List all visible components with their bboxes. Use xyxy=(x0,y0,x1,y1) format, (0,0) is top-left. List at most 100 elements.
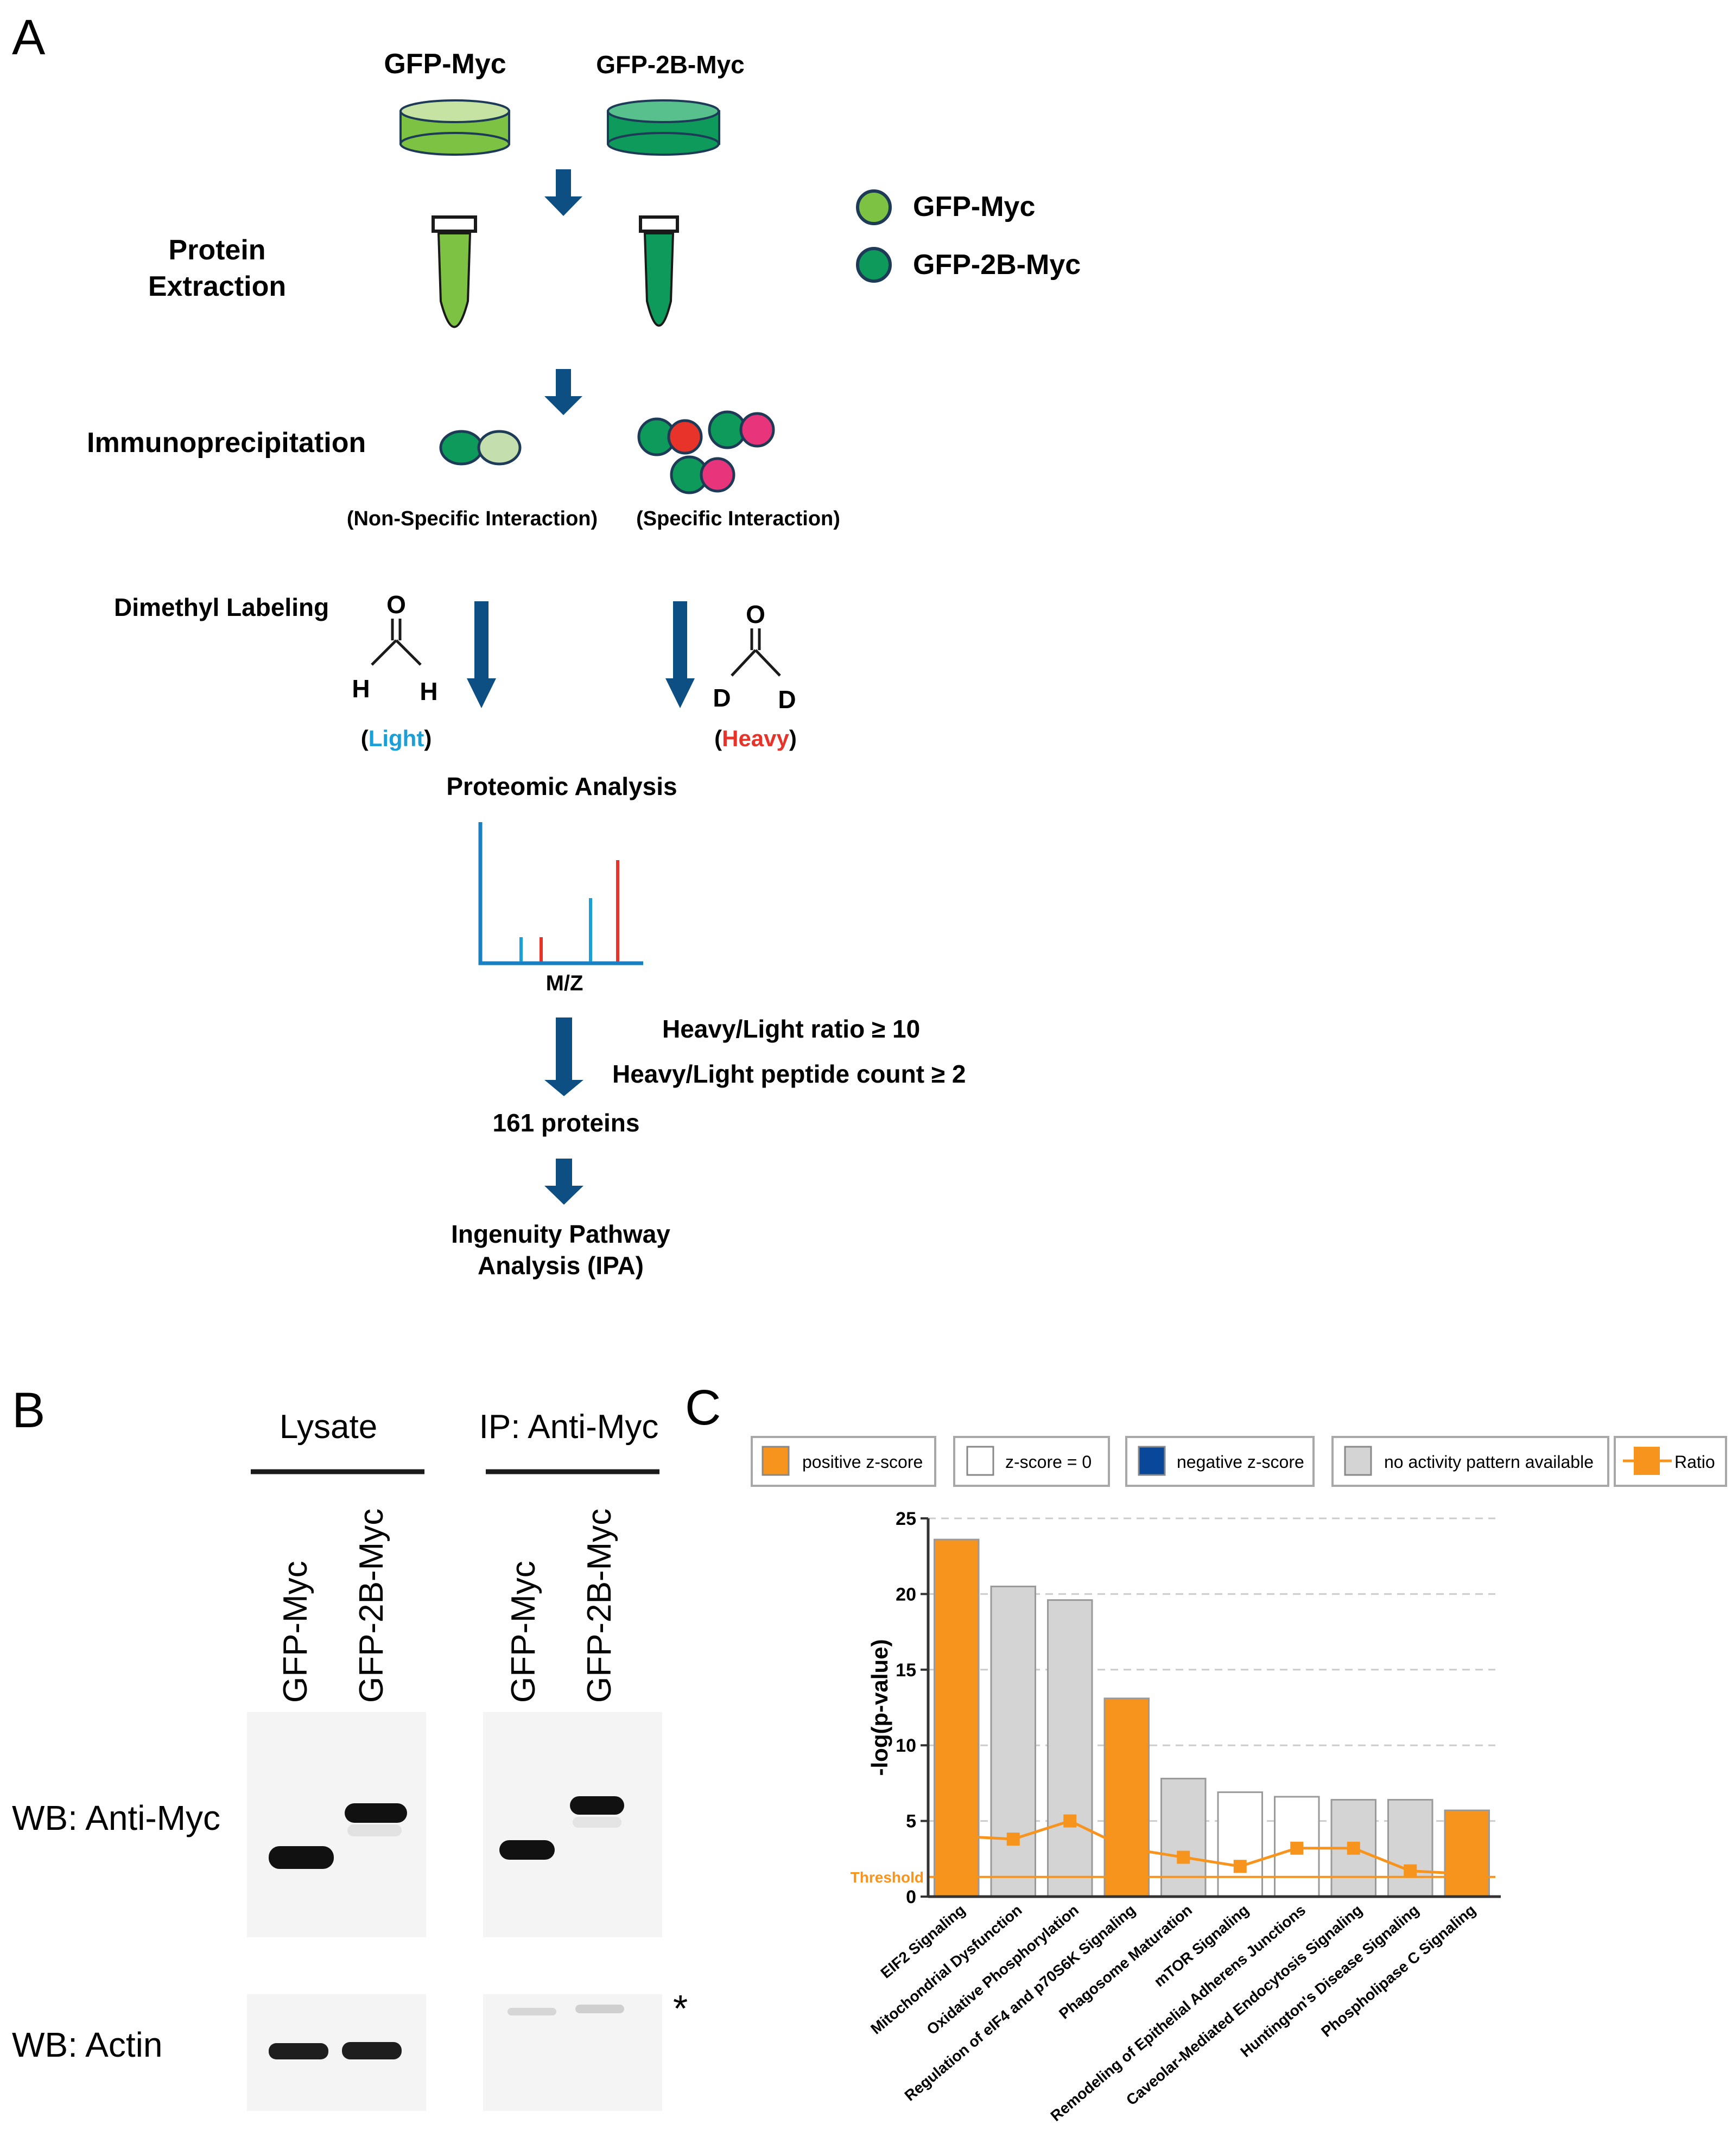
atom-o: O xyxy=(746,600,765,628)
step-immunoprecipitation: Immunoprecipitation xyxy=(87,427,366,459)
formaldehyde-light: O H H xyxy=(352,590,437,705)
step-protein-extraction-line2: Extraction xyxy=(148,271,286,302)
legend-swatch xyxy=(1344,1446,1372,1476)
arrow-down-icon xyxy=(544,169,582,216)
dish-label-gfp-myc: GFP-Myc xyxy=(384,48,506,80)
blot-band-smear xyxy=(573,1817,621,1828)
panel-c: C positive z-score z-score = 0 negative … xyxy=(685,1380,1727,2125)
y-tick-label: 5 xyxy=(906,1811,916,1832)
formaldehyde-heavy: O D D xyxy=(713,600,796,714)
arrow-down-icon xyxy=(544,1017,583,1096)
legend-label: Ratio xyxy=(1674,1452,1715,1472)
heavy-label: (Heavy) xyxy=(714,726,797,751)
blot-band xyxy=(269,1846,334,1869)
bar xyxy=(990,1585,1037,1898)
paren-close: ) xyxy=(789,726,797,751)
ratio-point xyxy=(1290,1841,1304,1855)
panel-label-b: B xyxy=(12,1383,45,1438)
lane-label: GFP-Myc xyxy=(277,1561,314,1703)
light-label: (Light) xyxy=(361,726,432,751)
legend-circle-light-green xyxy=(856,189,892,225)
atom-d: D xyxy=(713,684,731,712)
blot-band xyxy=(342,2042,402,2059)
blot-band xyxy=(269,2043,328,2059)
ratio-point xyxy=(1120,1841,1133,1855)
legend-label: z-score = 0 xyxy=(1005,1452,1092,1472)
protein-count: 161 proteins xyxy=(493,1109,640,1137)
bar xyxy=(1046,1599,1093,1898)
filter-ratio: Heavy/Light ratio ≥ 10 xyxy=(662,1015,920,1043)
lane-label: GFP-Myc xyxy=(505,1561,542,1703)
arrow-down-icon xyxy=(544,1159,583,1205)
label-specific: (Specific Interaction) xyxy=(636,507,840,530)
legend-gfp-myc: GFP-Myc xyxy=(856,189,1035,225)
y-tick-label: 0 xyxy=(906,1887,916,1907)
dish-label-gfp-2b-myc: GFP-2B-Myc xyxy=(596,50,744,79)
legend-label: no activity pattern available xyxy=(1384,1452,1594,1472)
arrow-down-icon xyxy=(544,369,582,415)
lane-label: GFP-2B-Myc xyxy=(581,1509,618,1703)
legend-item-zero: z-score = 0 xyxy=(953,1436,1110,1487)
step-ipa-line2: Analysis (IPA) xyxy=(478,1251,644,1280)
ratio-point xyxy=(1177,1850,1190,1864)
y-tick-label: 25 xyxy=(896,1509,916,1529)
paren-close: ) xyxy=(424,726,432,751)
step-dimethyl-labeling: Dimethyl Labeling xyxy=(114,593,329,621)
paren-open: ( xyxy=(361,726,369,751)
label-non-specific: (Non-Specific Interaction) xyxy=(347,507,598,530)
arrow-down-icon xyxy=(467,601,496,708)
bar xyxy=(1217,1791,1264,1898)
ratio-point xyxy=(1347,1841,1360,1855)
bar xyxy=(1444,1809,1490,1898)
y-tick-label: 15 xyxy=(896,1660,916,1681)
ratio-series-line xyxy=(956,1819,1467,1875)
y-tick-label: 10 xyxy=(896,1735,916,1756)
blot-band xyxy=(570,1796,624,1815)
blot-band-smear xyxy=(347,1824,402,1836)
legend-label: positive z-score xyxy=(802,1452,923,1472)
asterisk-mark: * xyxy=(673,1987,688,2030)
heavy-word: Heavy xyxy=(722,726,789,751)
beads-specific xyxy=(637,410,775,494)
filter-count: Heavy/Light peptide count ≥ 2 xyxy=(612,1060,966,1088)
mz-axis-label: M/Z xyxy=(546,971,583,995)
step-protein-extraction-line1: Protein xyxy=(168,234,265,266)
blot-band-faint xyxy=(507,2008,556,2015)
legend-label-gfp-2b-myc: GFP-2B-Myc xyxy=(913,249,1081,281)
step-proteomic-analysis: Proteomic Analysis xyxy=(446,772,677,800)
blot-band xyxy=(345,1803,407,1823)
x-tick-label: Remodeling of Epithelial Adherens Juncti… xyxy=(1048,1901,1309,2125)
panel-label-a: A xyxy=(12,10,46,65)
legend-item-negative: negative z-score xyxy=(1125,1436,1315,1487)
lane-label: GFP-2B-Myc xyxy=(353,1509,390,1703)
bar xyxy=(1387,1799,1433,1898)
atom-h: H xyxy=(352,675,370,703)
bar xyxy=(1160,1778,1207,1898)
legend-gfp-2b-myc: GFP-2B-Myc xyxy=(856,247,1081,283)
panel-b: B Lysate IP: Anti-Myc GFP-Myc GFP-2B-Myc… xyxy=(12,1383,688,2111)
panel-a: A GFP-Myc GFP-2B-Myc Protein xyxy=(12,10,1081,1280)
legend-item-no-pattern: no activity pattern available xyxy=(1331,1436,1609,1487)
group-label-ip: IP: Anti-Myc xyxy=(479,1408,659,1446)
y-axis-title: -log(p-value) xyxy=(867,1639,892,1776)
bar xyxy=(933,1538,980,1898)
x-tick-label: mTOR Signaling xyxy=(1151,1901,1252,1990)
dish-gfp-2b-myc xyxy=(607,99,720,156)
tube-gfp-myc xyxy=(432,215,477,328)
legend-label: negative z-score xyxy=(1177,1452,1304,1472)
atom-h: H xyxy=(420,677,437,705)
ratio-point xyxy=(1063,1814,1077,1828)
legend-label-gfp-myc: GFP-Myc xyxy=(913,191,1035,222)
row-label-actin: WB: Actin xyxy=(12,2025,162,2064)
beads-non-specific xyxy=(439,430,522,466)
paren-open: ( xyxy=(714,726,722,751)
blot-band-faint xyxy=(575,2005,624,2013)
legend-swatch xyxy=(1634,1447,1660,1475)
arrow-down-icon xyxy=(665,601,695,708)
group-label-lysate: Lysate xyxy=(280,1408,377,1446)
legend-swatch xyxy=(1138,1446,1166,1476)
chart-legend: positive z-score z-score = 0 negative z-… xyxy=(751,1436,1727,1487)
legend-item-positive: positive z-score xyxy=(751,1436,936,1487)
